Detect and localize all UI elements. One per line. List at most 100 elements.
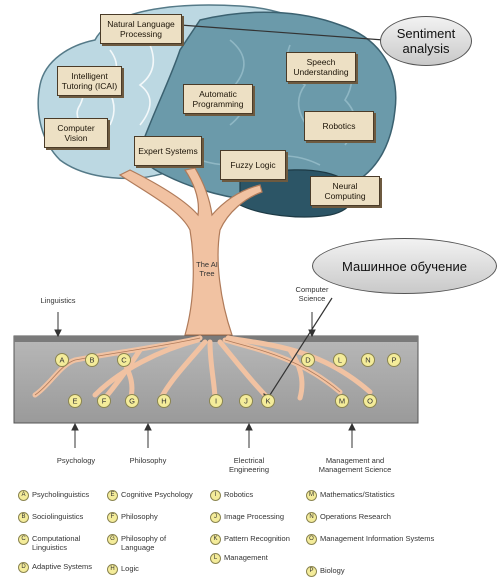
root-marker-letter: D <box>305 356 311 365</box>
legend-item-text: Management <box>224 553 268 562</box>
root-marker-f <box>97 394 111 408</box>
root-marker-letter: M <box>339 397 345 406</box>
root-marker-g <box>125 394 139 408</box>
legend-letter-badge: H <box>107 564 118 575</box>
root-marker-letter: J <box>244 397 248 406</box>
callout-sentiment-text: Sentiment analysis <box>396 26 456 56</box>
label-management-science: Management and Management Science <box>318 456 392 474</box>
legend-letter-badge: O <box>306 534 317 545</box>
root-marker-m <box>335 394 349 408</box>
root-letter-markers: A B C D L N P E F G H I J K M O <box>55 353 401 408</box>
root-marker-p <box>387 353 401 367</box>
legend-item-text: Cognitive Psychology <box>121 490 193 499</box>
legend-letter-badge: J <box>210 512 221 523</box>
legend-letter-badge: N <box>306 512 317 523</box>
root-marker-letter: N <box>365 356 370 365</box>
callout-machine-learning: Машинное обучение <box>312 238 497 294</box>
root-marker-o <box>363 394 377 408</box>
legend-item-text: Biology <box>320 566 345 575</box>
box-robotics: Robotics <box>304 111 374 141</box>
legend-letter-badge: M <box>306 490 317 501</box>
label-psychology: Psychology <box>56 456 96 465</box>
legend-item-text: Image Processing <box>224 512 285 521</box>
legend-item-text: Psycholinguistics <box>32 490 90 499</box>
root-marker-letter: L <box>338 356 342 365</box>
root-marker-l <box>333 353 347 367</box>
tree-trunk <box>118 167 263 336</box>
root-marker-c <box>117 353 131 367</box>
legend-letter-badge: G <box>107 534 118 545</box>
legend-letter-badge: P <box>306 566 317 577</box>
label-electrical-engineering: Electrical Engineering <box>228 456 270 474</box>
legend-letter-badge: C <box>18 534 29 545</box>
legend-item-text: Philosophy of Language <box>121 534 167 552</box>
legend-item-text: Sociolinguistics <box>32 512 84 521</box>
legend-item-text: Computational Linguistics <box>32 534 81 552</box>
root-marker-letter: A <box>59 356 64 365</box>
legend-letter-badge: F <box>107 512 118 523</box>
root-marker-letter: G <box>129 397 135 406</box>
root-marker-a <box>55 353 69 367</box>
legend-letter-badge: B <box>18 512 29 523</box>
legend-item-text: Robotics <box>224 490 254 499</box>
box-intelligent-tutoring: Intelligent Tutoring (ICAI) <box>57 66 122 96</box>
box-expert-systems: Expert Systems <box>134 136 202 166</box>
legend-item-text: Adaptive Systems <box>32 562 93 571</box>
root-marker-letter: I <box>215 397 217 406</box>
box-natural-language-processing: Natural Language Processing <box>100 14 182 44</box>
box-neural-computing: Neural Computing <box>310 176 380 206</box>
root-marker-letter: C <box>121 356 127 365</box>
root-marker-letter: F <box>102 397 107 406</box>
legend-letter-badge: K <box>210 534 221 545</box>
box-computer-vision: Computer Vision <box>44 118 108 148</box>
box-fuzzy-logic: Fuzzy Logic <box>220 150 286 180</box>
box-automatic-programming: Automatic Programming <box>183 84 253 114</box>
legend-item-text: Philosophy <box>121 512 158 521</box>
root-marker-letter: H <box>161 397 166 406</box>
root-marker-j <box>239 394 253 408</box>
label-linguistics: Linguistics <box>40 296 76 305</box>
legend-letter-badge: A <box>18 490 29 501</box>
legend-letter-badge: E <box>107 490 118 501</box>
root-marker-h <box>157 394 171 408</box>
label-computer-science: Computer Science <box>295 285 329 303</box>
trunk-label: The AI Tree <box>196 260 218 278</box>
legend-letter-badge: L <box>210 553 221 564</box>
root-marker-letter: E <box>72 397 77 406</box>
root-marker-i <box>209 394 223 408</box>
legend-item-text: Mathematics/Statistics <box>320 490 395 499</box>
root-marker-letter: K <box>265 397 270 406</box>
root-marker-k <box>261 394 275 408</box>
legend-letter-badge: I <box>210 490 221 501</box>
root-marker-n <box>361 353 375 367</box>
label-philosophy: Philosophy <box>129 456 167 465</box>
root-marker-letter: O <box>367 397 373 406</box>
legend-letter-badge: D <box>18 562 29 573</box>
legend-item-text: Pattern Recognition <box>224 534 290 543</box>
callout-sentiment-analysis: Sentiment analysis <box>380 16 472 66</box>
legend-item-text: Operations Research <box>320 512 391 521</box>
root-marker-e <box>68 394 82 408</box>
root-marker-letter: P <box>391 356 396 365</box>
box-speech-understanding: Speech Understanding <box>286 52 356 82</box>
legend-item-text: Logic <box>121 564 139 573</box>
root-marker-letter: B <box>89 356 94 365</box>
root-marker-b <box>85 353 99 367</box>
legend-item-text: Management Information Systems <box>320 534 435 543</box>
